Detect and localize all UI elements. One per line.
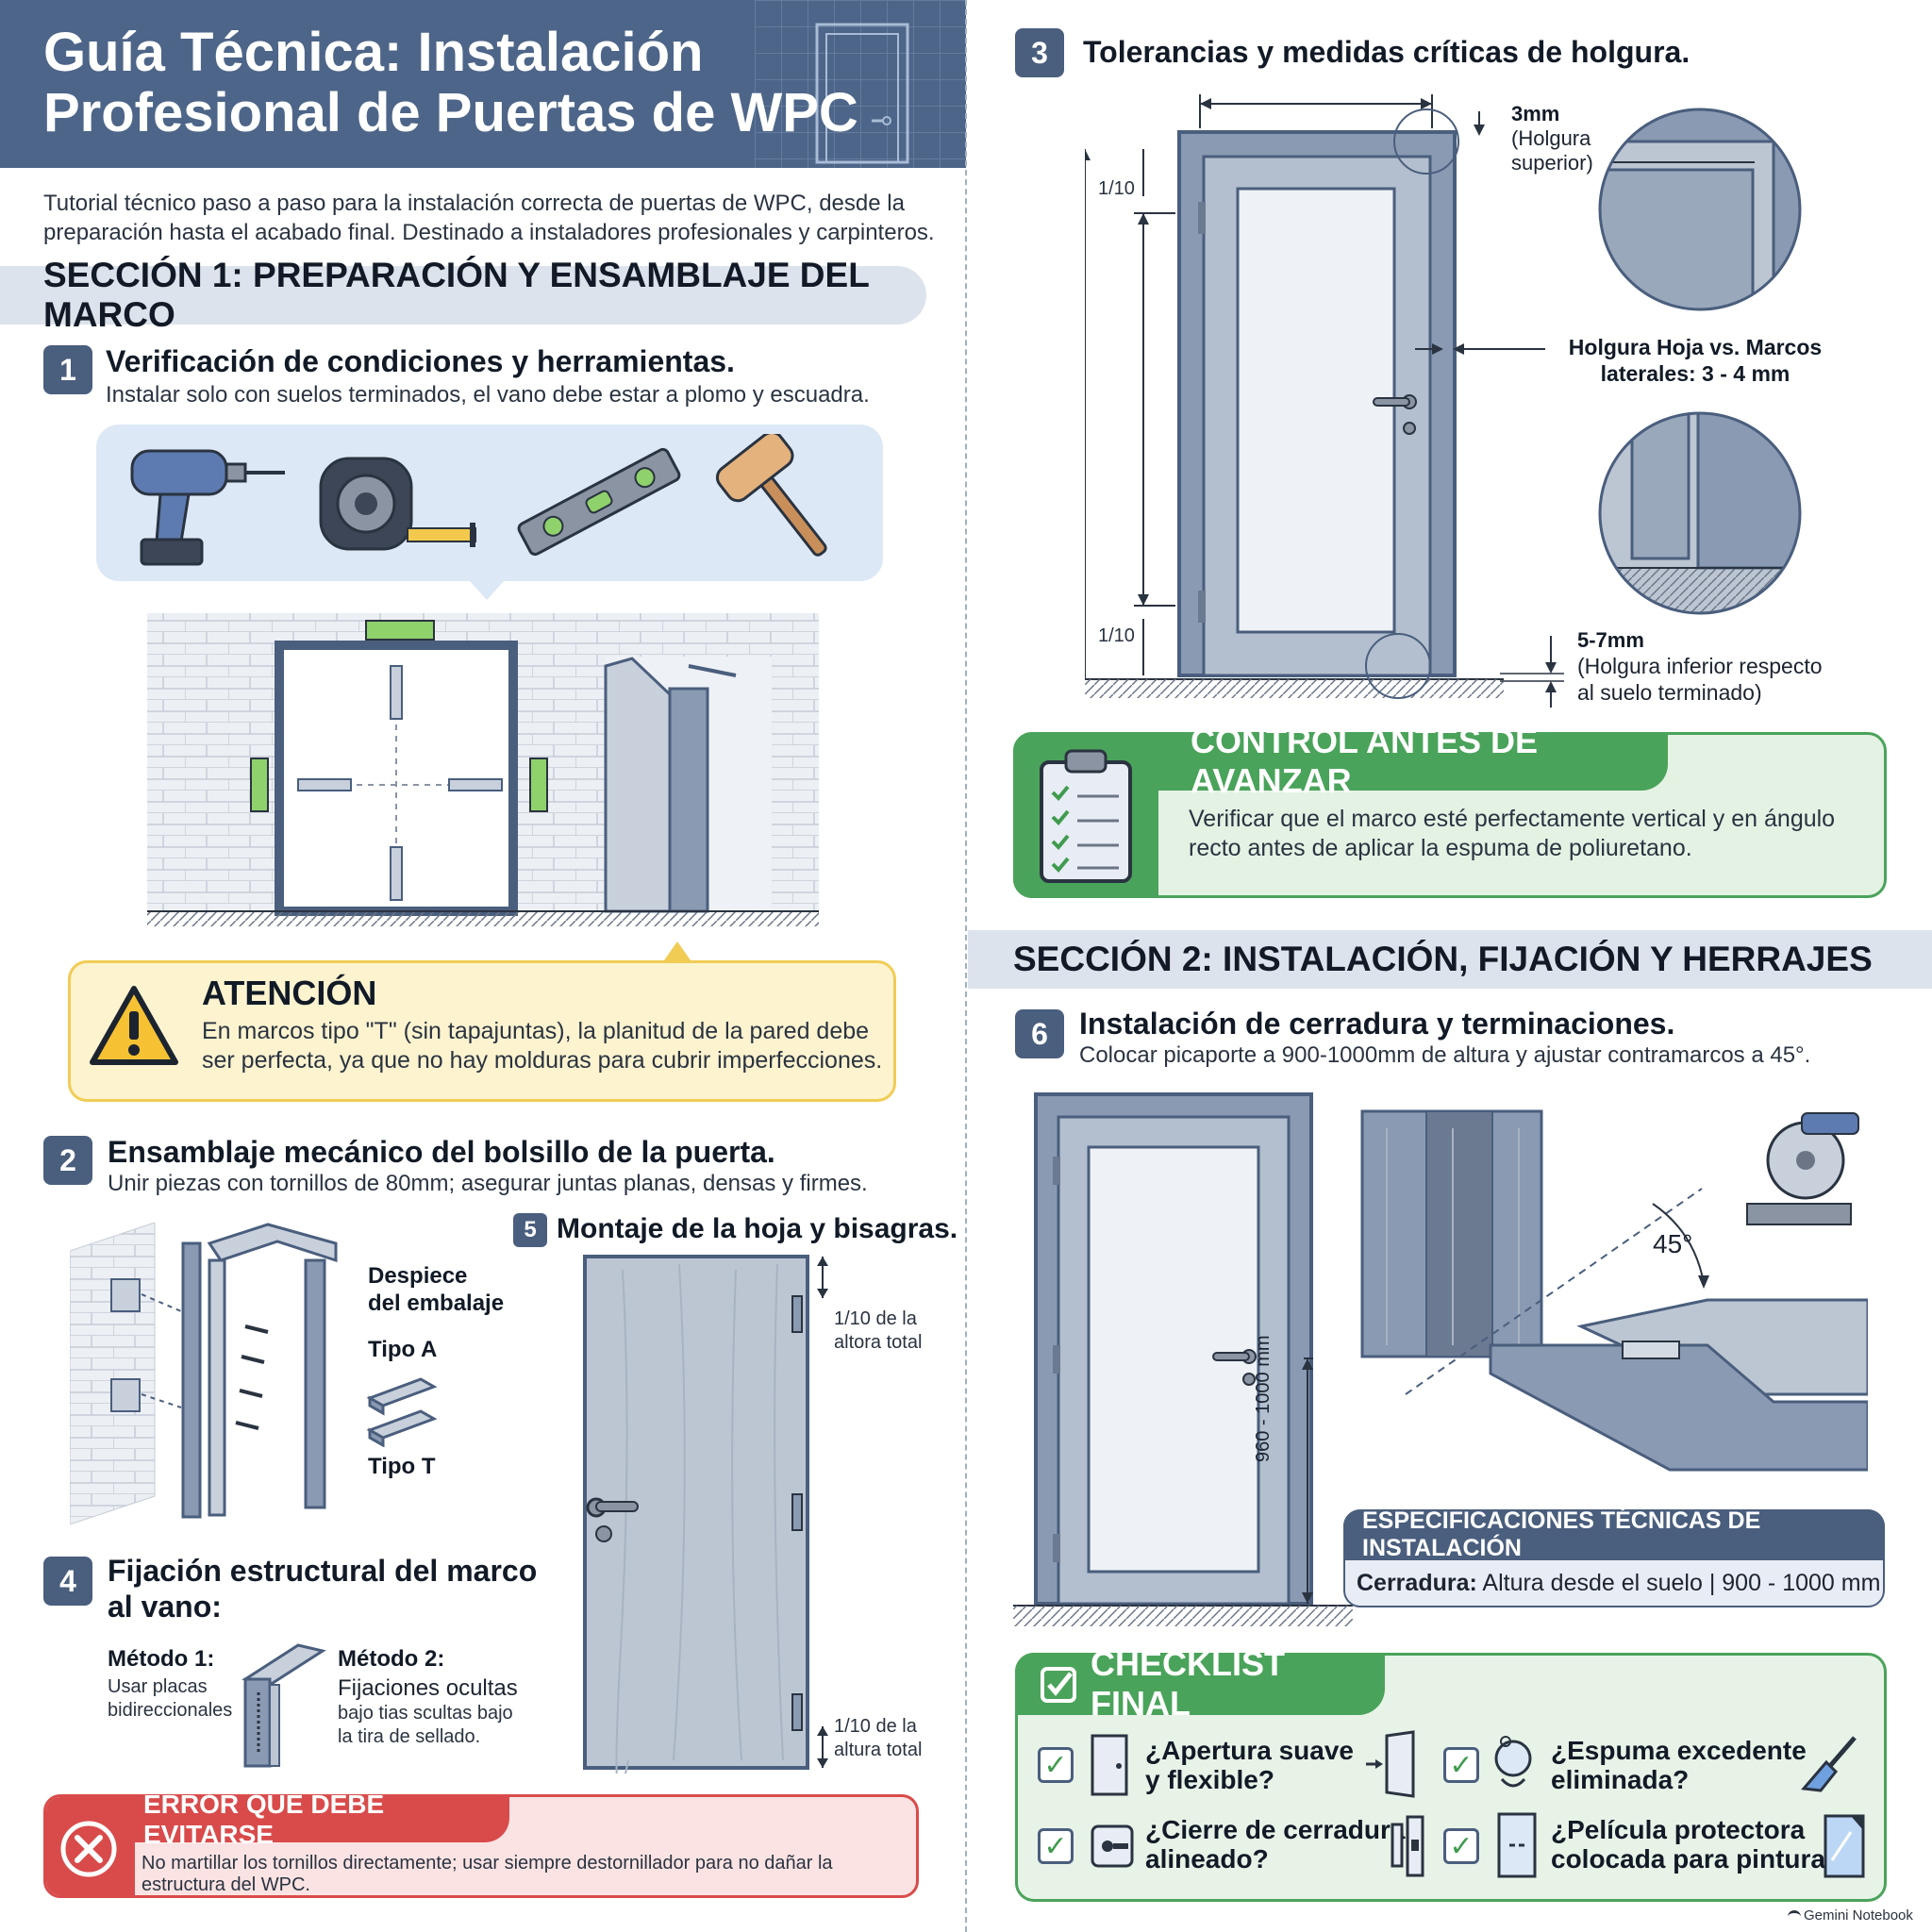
mallet-icon	[715, 434, 827, 557]
ratio-top-label: 1/10	[1098, 178, 1135, 199]
despiece-label: Despiece del embalaje	[368, 1263, 505, 1316]
miter-cut-illustration	[1360, 1109, 1868, 1472]
method2-title: Método 2:	[338, 1646, 445, 1672]
section2-heading: SECCIÓN 2: INSTALACIÓN, FIJACIÓN Y HERRA…	[968, 930, 1932, 989]
step1-number: 1	[43, 345, 92, 394]
strike-plate-icon	[1391, 1815, 1424, 1877]
step4-title: Fijación estructural del marco al vano:	[108, 1554, 538, 1624]
footer-brand: Gemini Notebook	[1788, 1907, 1913, 1924]
checkbox-espuma[interactable]: ✓	[1443, 1747, 1479, 1783]
tipo-t-label: Tipo T	[368, 1454, 436, 1479]
specs-title: ESPECIFICACIONES TÉCNICAS DE INSTALACIÓN	[1343, 1507, 1885, 1561]
check-item-espuma: ¿Espuma excedente eliminada?	[1551, 1736, 1807, 1794]
door-lock-height-illustration	[1013, 1092, 1353, 1626]
protective-film-icon	[1824, 1814, 1865, 1878]
step1-subtitle: Instalar solo con suelos terminados, el …	[106, 382, 870, 408]
attention-title: ATENCIÓN	[202, 974, 377, 1012]
check-item-pelicula: ¿Película protectora colocada para pintu…	[1551, 1815, 1842, 1874]
tools-panel-pointer	[468, 579, 506, 600]
top-gap-desc: (Holgura superior)	[1511, 126, 1593, 175]
lock-icon	[1091, 1824, 1134, 1868]
step3-title: Tolerancias y medidas críticas de holgur…	[1083, 35, 1690, 69]
step4-number: 4	[43, 1557, 92, 1606]
error-title: ERROR QUE DEBE EVITARSE	[132, 1790, 509, 1849]
frame-assembly-illustration	[70, 1223, 338, 1524]
framed-door-icon	[1497, 1812, 1537, 1878]
attention-text: En marcos tipo "T" (sin tapajuntas), la …	[202, 1018, 883, 1074]
step2-title: Ensamblaje mecánico del bolsillo de la p…	[108, 1135, 775, 1169]
step6-subtitle: Colocar picaporte a 900-1000mm de altura…	[1079, 1042, 1811, 1068]
bottom-gap-desc: (Holgura inferior respecto al suelo term…	[1577, 654, 1823, 705]
step2-number: 2	[43, 1136, 92, 1185]
step3-number: 3	[1015, 28, 1064, 77]
attention-box	[68, 960, 896, 1102]
panel-pointer-up	[664, 941, 691, 960]
frame-on-wall-illustration	[147, 613, 819, 926]
section1-heading: SECCIÓN 1: PREPARACIÓN Y ENSAMBLAJE DEL …	[0, 256, 926, 334]
step5-number: 5	[513, 1213, 547, 1247]
checkbox-apertura[interactable]: ✓	[1038, 1747, 1074, 1783]
spirit-level-icon	[517, 447, 681, 557]
column-divider	[965, 0, 967, 1932]
header-banner: Guía Técnica: Instalación Profesional de…	[0, 0, 966, 168]
foam-cleaning-icon	[1494, 1736, 1532, 1788]
step6-title: Instalación de cerradura y terminaciones…	[1079, 1007, 1675, 1041]
tape-measure-icon	[319, 457, 476, 551]
check-item-cerradura: ¿Cierre de cerradura alineado?	[1145, 1815, 1406, 1874]
top-gap-detail-circle	[1598, 108, 1802, 311]
hidden-fixing-illustration	[242, 1643, 326, 1768]
drill-icon	[130, 449, 285, 566]
step5-title: Montaje de la hoja y bisagras.	[557, 1213, 958, 1244]
brand-logo-icon	[1788, 1910, 1801, 1920]
step6-number: 6	[1015, 1009, 1064, 1058]
specs-row: Cerradura: Altura desde el suelo | 900 -…	[1357, 1570, 1881, 1596]
top-gap-value: 3mm	[1511, 102, 1560, 125]
warning-icon	[90, 986, 178, 1065]
door-tolerances-diagram	[1085, 94, 1564, 708]
profile-pieces-icon	[366, 1377, 438, 1447]
intro-text: Tutorial técnico paso a paso para la ins…	[43, 191, 935, 245]
bottom-gap-detail-circle	[1598, 411, 1802, 615]
checkmark-box-icon	[1041, 1667, 1076, 1703]
door-opening-icon	[1366, 1730, 1415, 1798]
brush-icon	[1801, 1736, 1857, 1792]
checkbox-pelicula[interactable]: ✓	[1443, 1828, 1479, 1864]
door-blueprint-icon	[815, 23, 909, 164]
error-text: No martillar los tornillos directamente;…	[142, 1853, 833, 1895]
blueprint-grid	[755, 0, 966, 168]
error-x-icon	[60, 1821, 117, 1877]
method1-title: Método 1:	[108, 1646, 215, 1672]
door-icon	[1091, 1734, 1128, 1796]
angle-label: 45°	[1653, 1229, 1693, 1258]
check-item-apertura: ¿Apertura suave y flexible?	[1145, 1736, 1354, 1794]
checklist-title: CHECKLIST FINAL	[1015, 1644, 1385, 1723]
clipboard-icon	[1040, 749, 1132, 883]
door-leaf-hinges-illustration	[583, 1255, 828, 1774]
bottom-gap-value: 5-7mm	[1577, 628, 1644, 652]
ratio-bottom-label: 1/10	[1098, 625, 1135, 646]
tipo-a-label: Tipo A	[368, 1337, 438, 1362]
side-gap-label: Holgura Hoja vs. Marcos laterales: 3 - 4…	[1568, 335, 1823, 386]
step2-subtitle: Unir piezas con tornillos de 80mm; asegu…	[108, 1171, 868, 1196]
lock-height-label: 960 - 1000 mm	[1253, 1335, 1274, 1462]
step1-title: Verificación de condiciones y herramient…	[106, 344, 735, 378]
control-text: Verificar que el marco esté perfectament…	[1189, 806, 1836, 861]
control-title: CONTROL ANTES DE AVANZAR	[1158, 722, 1668, 800]
top-hinge-note: 1/10 de la altora total	[834, 1308, 923, 1353]
method2-text: Fijaciones ocultas bajo tias scultas baj…	[338, 1675, 518, 1747]
bottom-hinge-note: 1/10 de la altura total	[834, 1716, 923, 1760]
page-title: Guía Técnica: Instalación Profesional de…	[43, 22, 858, 143]
checkbox-cerradura[interactable]: ✓	[1038, 1828, 1074, 1864]
method1-text: Usar placas bidireccionales	[108, 1676, 233, 1721]
